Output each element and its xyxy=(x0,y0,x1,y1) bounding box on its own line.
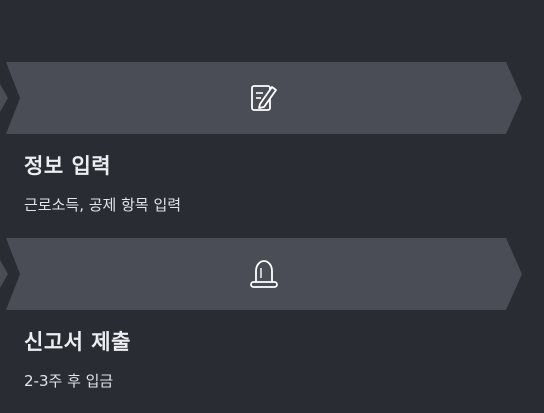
step-banner xyxy=(0,238,544,310)
step-title: 신고서 제출 xyxy=(24,330,131,354)
siren-icon xyxy=(250,260,278,288)
step-banner xyxy=(0,62,544,134)
document-edit-icon xyxy=(251,85,277,111)
chevron-banner-shape xyxy=(0,238,522,310)
step-description: 2-3주 후 입금 xyxy=(24,372,114,390)
step-title: 정보 입력 xyxy=(24,154,112,178)
step-description: 근로소득, 공제 항목 입력 xyxy=(24,196,182,214)
